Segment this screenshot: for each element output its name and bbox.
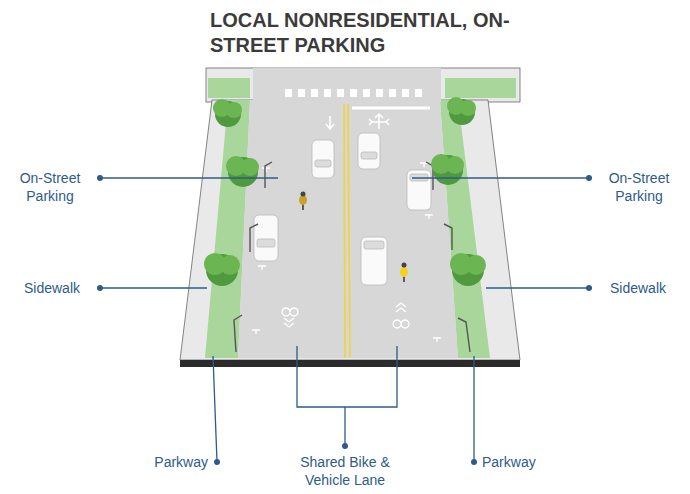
ground-slab (208, 78, 250, 98)
leader-dot (97, 285, 103, 291)
road-markings (389, 89, 396, 97)
road-markings (337, 89, 344, 97)
cyclist (299, 192, 408, 283)
callout-label: On-Street Parking (5, 169, 95, 205)
car (257, 239, 275, 247)
callout-label: On-Street Parking (594, 169, 684, 205)
road-markings (326, 116, 334, 129)
leader-line (297, 346, 397, 446)
roadway (253, 68, 441, 102)
parkway-strip (205, 100, 490, 358)
car (312, 140, 334, 178)
leader-line (412, 177, 589, 178)
parking-marks (262, 168, 270, 172)
ground-slab (206, 68, 520, 102)
road-markings (311, 89, 318, 97)
car (407, 170, 431, 210)
tree (446, 156, 464, 174)
ground-slab (180, 360, 520, 367)
road-markings (376, 89, 383, 97)
cyclist (402, 263, 407, 268)
street-light (250, 224, 258, 252)
ground-slab (180, 68, 520, 367)
roadway (238, 68, 458, 358)
diagram-title: LOCAL NONRESIDENTIAL, ON-STREET PARKING (210, 8, 540, 58)
tree (220, 255, 240, 275)
road-markings (282, 308, 298, 327)
car (315, 160, 331, 167)
car (358, 133, 380, 169)
callout-label: Parkway (482, 453, 562, 471)
cyclist (301, 192, 306, 197)
leader-line (213, 356, 217, 462)
parking-marks (252, 163, 441, 342)
leader-dot (342, 443, 348, 449)
road-markings (415, 89, 422, 97)
leader-line (100, 177, 278, 178)
leader-line (100, 178, 589, 462)
tree (226, 102, 242, 118)
tree (241, 158, 259, 176)
road-markings (369, 114, 389, 129)
car (364, 241, 384, 249)
car (361, 152, 377, 159)
car (254, 133, 431, 285)
leader-dot (97, 175, 103, 181)
tree (466, 255, 486, 275)
road-markings (393, 303, 409, 328)
road-markings (352, 107, 430, 110)
street-light (265, 162, 272, 188)
ground-slab (445, 78, 516, 98)
callout-label: Shared Bike & Vehicle Lane (280, 453, 410, 489)
leader-line (473, 356, 474, 462)
road-markings (285, 89, 292, 97)
street-light (234, 315, 242, 352)
tree (204, 97, 486, 286)
leader-dot (586, 175, 592, 181)
road-markings (348, 104, 350, 358)
roadway (238, 100, 458, 358)
road-markings (324, 89, 331, 97)
road-markings (350, 89, 357, 97)
road-markings (363, 89, 370, 97)
leader-line (100, 287, 207, 288)
road-markings (298, 89, 305, 97)
road-markings (282, 89, 430, 358)
callout-label: Sidewalk (598, 279, 678, 297)
road-markings (402, 89, 409, 97)
leader-line (486, 287, 589, 288)
leader-dot (97, 175, 592, 465)
callout-label: Sidewalk (12, 279, 92, 297)
street-light (458, 318, 470, 352)
leader-dot (471, 459, 477, 465)
ground-slab (180, 100, 520, 360)
leader-dot (214, 459, 220, 465)
leader-dot (586, 285, 592, 291)
parking-marks (252, 330, 260, 334)
street-light (234, 162, 470, 352)
car (254, 215, 278, 261)
callout-label: Parkway (128, 453, 208, 471)
parking-marks (425, 215, 433, 219)
parking-marks (420, 163, 428, 167)
tree (460, 100, 476, 116)
parking-marks (258, 266, 266, 270)
road-markings (344, 104, 345, 358)
parking-marks (433, 338, 441, 342)
car (361, 237, 387, 285)
cyclist (400, 267, 408, 277)
street-light (444, 224, 452, 250)
